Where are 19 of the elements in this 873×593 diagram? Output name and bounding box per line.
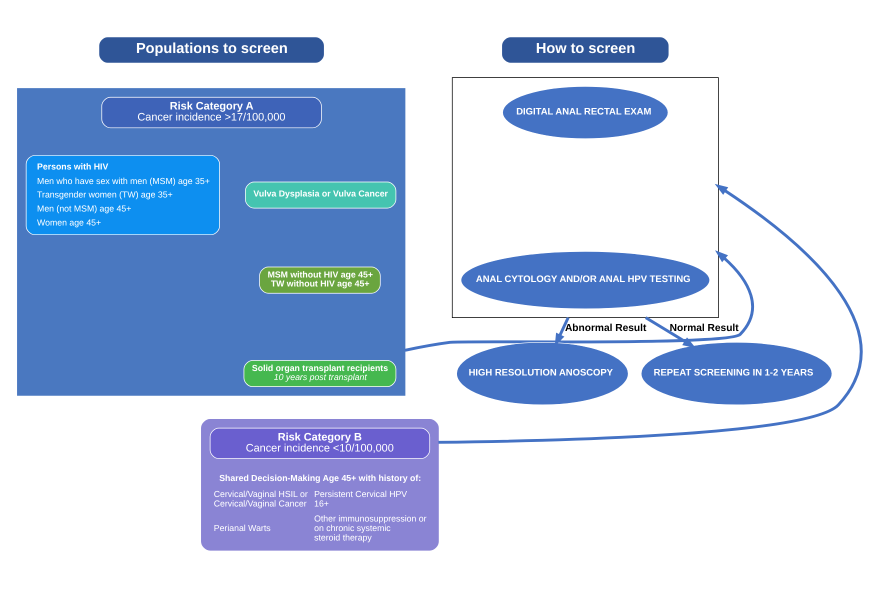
arrow (404, 250, 754, 352)
node-ellipse: DIGITAL ANAL RECTAL EXAM (502, 86, 668, 140)
node-box: Risk Category B Cancer incidence <10/100,000 (210, 428, 430, 460)
node-box: Persons with HIV Men who have sex with men (MSM) age 35+ Transgender women (TW) age 35+ Men (not MSM) age 45+ Women age 45+ (26, 155, 220, 236)
node-ellipse: ANAL CYTOLOGY AND/OR ANAL HPV TESTING (460, 251, 710, 310)
node-ellipse: REPEAT SCREENING IN 1-2 YEARS (640, 342, 832, 406)
node-ellipse: HIGH RESOLUTION ANOSCOPY (456, 342, 629, 406)
edge-label: Abnormal Result (564, 322, 646, 334)
node-box: How to screen (501, 36, 670, 64)
edge-label: Normal Result (670, 322, 739, 334)
node-box: Vulva Dysplasia or Vulva Cancer (245, 182, 396, 209)
arrow (644, 316, 696, 348)
cluster (452, 77, 719, 318)
cluster (17, 88, 406, 396)
arrow (438, 184, 862, 444)
node-box: Risk Category A Cancer incidence >17/100,000 (101, 96, 322, 128)
node-box: Populations to screen (98, 36, 325, 64)
node-box: Solid organ transplant recipients 10 years post transplant (244, 360, 396, 388)
node-box: MSM without HIV age 45+ TW without HIV age 45+ (259, 266, 381, 294)
